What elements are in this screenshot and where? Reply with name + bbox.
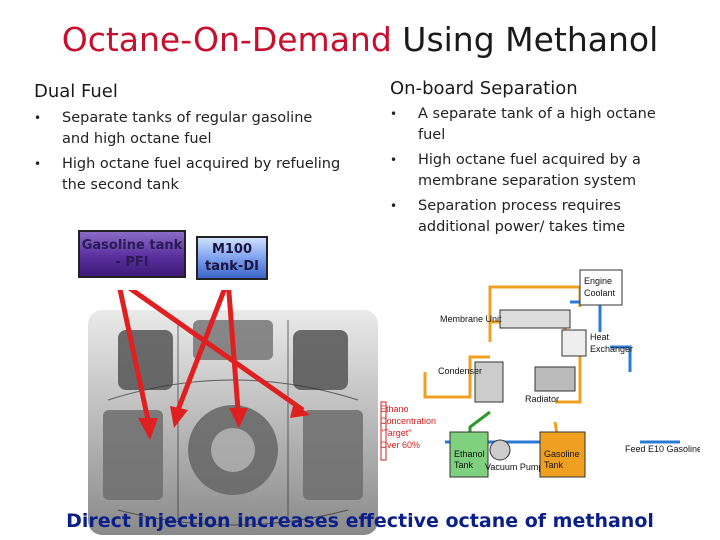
red-arrow-left-1: [117, 290, 151, 421]
separation-system-diagram: Engine Coolant Membrane Unit Heat Exchan…: [380, 269, 700, 478]
left-bullet: •High octane fuel acquired by refueling …: [34, 156, 341, 193]
right-bullet-text: High octane fuel acquired by a membrane …: [418, 152, 641, 189]
red-arrow-head-left-1: [138, 418, 158, 440]
membrane-unit-label: Membrane Unit: [440, 314, 502, 324]
gasoline-tank-diagram-label: Gasoline: [544, 449, 580, 459]
gasoline-tank-diagram-box: [539, 431, 586, 478]
engine-coolant-label: Engine: [584, 276, 612, 286]
right-bullet-list: •A separate tank of a high octane fuel •…: [390, 104, 680, 242]
heat-exchanger-box: [561, 329, 587, 357]
red-arrow-head-right-1: [170, 406, 188, 428]
feed-gasoline-label: Feed E10 Gasoline: [625, 444, 700, 454]
left-bullet-text: Separate tanks of regular gasoline and h…: [62, 110, 313, 147]
right-bullet: •Separation process requires additional …: [390, 198, 626, 235]
right-bullet-text: A separate tank of a high octane fuel: [418, 106, 656, 143]
engine-coolant-box: [579, 269, 623, 306]
right-bullet-text: Separation process requires additional p…: [418, 198, 626, 235]
ethanol-tank-label: Tank: [454, 460, 474, 470]
ethanol-tank-box: [449, 431, 489, 478]
gasoline-tank-box: Gasoline tank - PFI: [78, 230, 186, 278]
ethanol-tank-label: Ethanol: [454, 449, 485, 459]
left-bullet: •Separate tanks of regular gasoline and …: [34, 110, 313, 147]
title-red-part: Octane-On-Demand: [61, 20, 392, 59]
left-heading: Dual Fuel: [34, 81, 118, 102]
m100-tank-line1: M100: [211, 242, 253, 257]
red-arrow-head-right-2: [229, 408, 248, 428]
ethanol-concentration-label: "Target": [380, 428, 411, 438]
gasoline-tank-line1: Gasoline tank: [81, 238, 183, 253]
slide-title: Octane-On-Demand Using Methanol: [0, 18, 720, 62]
red-arrow-right-2: [226, 290, 241, 411]
footer-caption: Direct injection increases effective oct…: [66, 510, 654, 532]
left-bullet-list: •Separate tanks of regular gasoline and …: [34, 108, 344, 200]
condenser-box: [474, 361, 504, 403]
radiator-label: Radiator: [525, 394, 559, 404]
m100-tank-line2: tank-DI: [205, 259, 259, 274]
gasoline-tank-diagram-label: Tank: [544, 460, 564, 470]
vacuum-pump-icon: [489, 439, 511, 461]
right-bullet: •A separate tank of a high octane fuel: [390, 106, 656, 143]
right-bullet: •High octane fuel acquired by a membrane…: [390, 152, 641, 189]
right-heading: On-board Separation: [390, 78, 578, 99]
concentration-gauge: [380, 401, 387, 461]
vacuum-pump-label: Vacuum Pump: [485, 462, 543, 472]
membrane-unit-box: [499, 309, 571, 329]
engine-illustration: [88, 290, 378, 535]
engine-coolant-label: Coolant: [584, 288, 616, 298]
heat-exchanger-label: Heat: [590, 332, 610, 342]
ethanol-concentration-label: Over 60%: [380, 440, 420, 450]
red-arrow-head-left-2: [290, 402, 310, 418]
title-dark-part: Using Methanol: [391, 20, 659, 59]
gasoline-tank-line2: - PFI: [115, 255, 149, 270]
left-bullet-text: High octane fuel acquired by refueling t…: [62, 156, 341, 193]
heat-exchanger-label: Exchanger: [590, 344, 633, 354]
condenser-label: Condenser: [438, 366, 482, 376]
ethanol-concentration-label: Ethano: [380, 404, 409, 414]
red-arrow-right-1: [175, 290, 227, 411]
m100-tank-box: M100 tank-DI: [196, 236, 268, 280]
red-arrow-left-2: [127, 290, 305, 413]
ethanol-concentration-label: Concentration: [380, 416, 436, 426]
radiator-box: [534, 366, 576, 392]
